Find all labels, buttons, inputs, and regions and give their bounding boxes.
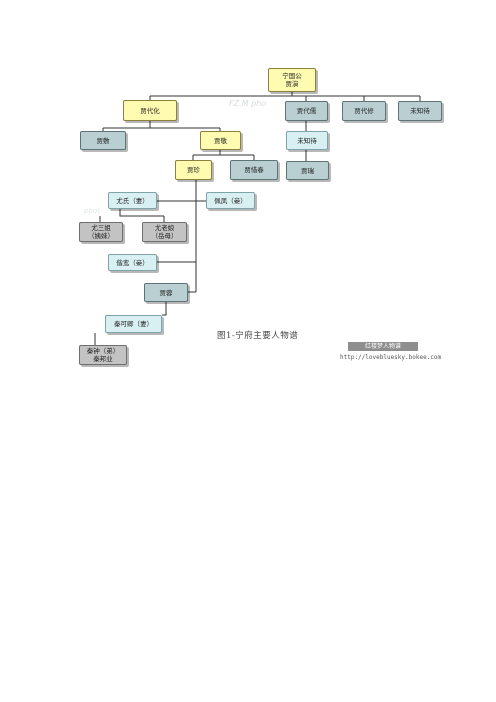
node-line: 贾敷 [96,136,110,145]
node-jia-daixiu: 贾代修 [342,101,386,121]
node-you-sanjie: 尤三姐 （姨妹） [79,222,123,242]
node-line: 贾敬 [214,136,227,145]
node-qin-zhong: 秦钟（弟） 秦邦业 [79,345,127,365]
node-line: 贾代儒 [296,107,317,115]
node-jia-zhen: 贾珍 [175,160,212,180]
node-jia-rong: 贾蓉 [144,283,188,302]
node-line: 贾代化 [140,106,160,115]
node-line: 秦钟（弟） [86,347,120,355]
watermark-text: FZ.M pho [229,99,267,108]
node-line: 尤三姐 [91,224,111,232]
source-url: http://lovebluesky.bokee.com [340,354,442,361]
node-line: 秦可卿（妻） [114,320,153,328]
node-line: 偕鸾（妾） [116,258,149,267]
node-line: 贾蓉 [159,288,173,297]
node-line: 未知待 [410,107,430,115]
node-jia-dairu: 贾代儒 [285,101,328,121]
node-line: 尤老娘 [154,224,175,232]
node-unknown-2: 未知待 [286,131,328,150]
node-jia-fu: 贾敷 [80,131,126,150]
diagram-caption: 图1-宁府主要人物谱 [217,331,299,341]
node-unknown-1: 未知待 [398,101,442,121]
node-line: 贾珍 [187,166,200,174]
node-line: 佩凤（妾） [214,196,247,205]
node-ningguogong: 宁国公 贾演 [268,68,316,92]
source-badge: 红楼梦人物谱 [348,342,418,351]
node-jia-rui: 贾瑞 [286,161,329,180]
node-line: 贾惜春 [244,166,264,174]
node-line: 贾演 [285,80,299,88]
node-youshi: 尤氏（妻） [108,192,157,209]
node-qin-keqing: 秦可卿（妻） [105,315,162,333]
node-peifeng: 佩凤（妾） [206,192,255,209]
node-xieluan: 偕鸾（妾） [108,254,157,271]
node-jia-xichun: 贾惜春 [230,160,278,180]
node-line: 尤氏（妻） [116,196,149,205]
node-line: 未知待 [297,136,317,145]
node-line: 秦邦业 [93,355,113,363]
node-line: 贾代修 [354,107,374,115]
node-line: 贾瑞 [301,166,314,175]
node-line: （岳母） [151,232,178,240]
node-line: 宁国公 [282,72,302,80]
node-jia-jing: 贾敬 [200,131,241,150]
watermark-text-2: phot [84,207,100,215]
node-jia-daihua: 贾代化 [123,100,177,121]
node-line: （姨妹） [88,232,114,240]
node-you-laoniang: 尤老娘 （岳母） [142,222,187,242]
